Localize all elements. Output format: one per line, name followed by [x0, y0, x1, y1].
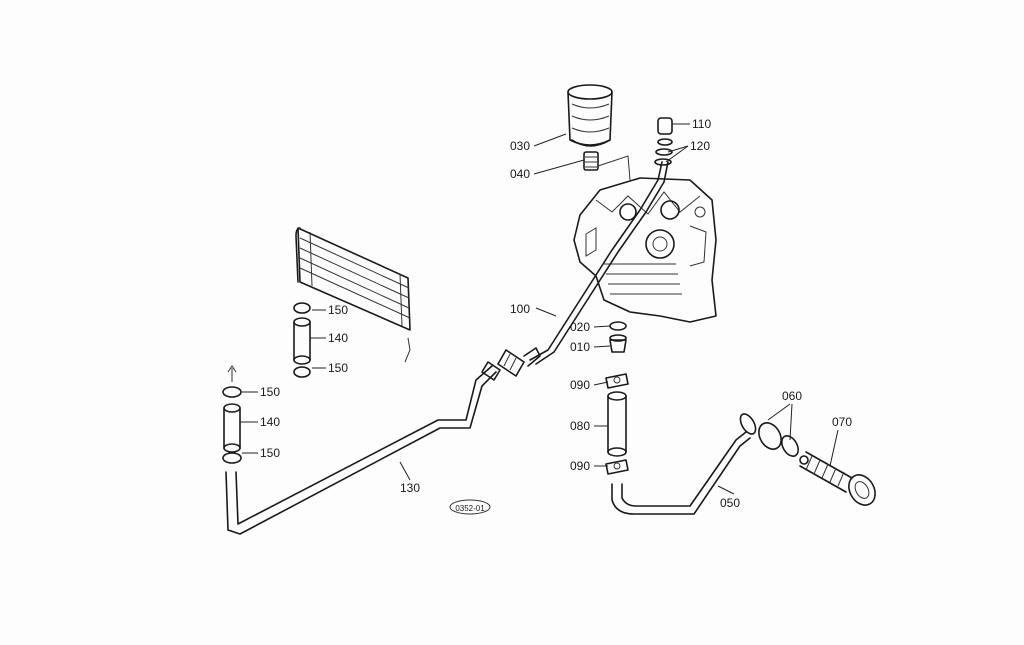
pipe-050-edge [621, 431, 747, 507]
oil-filter-part [567, 84, 613, 147]
oil-cooler-part [295, 227, 411, 363]
callout-140-cooler: 140 [328, 331, 348, 345]
callout-030: 030 [510, 139, 530, 153]
callout-070: 070 [832, 415, 852, 429]
callout-060: 060 [782, 389, 802, 403]
callout-110: 110 [692, 117, 711, 131]
engine-block-part [573, 177, 717, 323]
o-rings-part [739, 413, 799, 457]
drain-fittings-part [605, 321, 629, 475]
callout-150-lower-upper: 150 [260, 385, 280, 399]
pipe-100-upper-edge [535, 161, 669, 365]
filter-nipple-part [583, 151, 599, 171]
cooler-fittings-part [293, 302, 311, 378]
callout-040: 040 [510, 167, 530, 181]
callout-050: 050 [720, 496, 740, 510]
lower-left-fittings-part [222, 365, 242, 464]
callout-130: 130 [400, 481, 420, 495]
leader-lines [240, 123, 839, 495]
callout-120: 120 [690, 139, 710, 153]
callout-100: 100 [510, 302, 530, 316]
pipe-050 [611, 437, 751, 515]
callout-150-cooler-lower: 150 [328, 361, 348, 375]
callout-020: 020 [570, 320, 590, 334]
pipe-coupling-part [481, 347, 541, 381]
callout-150-lower-lower: 150 [260, 446, 280, 460]
callout-140-lower: 140 [260, 415, 280, 429]
banjo-bolt-part [654, 117, 673, 166]
pipe-100-upper [529, 161, 663, 361]
pipe-130 [225, 371, 497, 535]
callout-labels: 030 040 110 120 100 020 010 090 080 090 … [260, 117, 852, 510]
callout-090-lower: 090 [570, 459, 590, 473]
diagram-id-text: 0352-01 [455, 504, 485, 513]
callout-150-cooler-upper: 150 [328, 303, 348, 317]
diagram-id-badge: 0352-01 [449, 499, 491, 515]
callout-080: 080 [570, 419, 590, 433]
pipe-130-edge [235, 365, 493, 525]
filter-bracket-line [597, 155, 631, 181]
strainer-part [799, 451, 876, 506]
callout-090-upper: 090 [570, 378, 590, 392]
callout-010: 010 [570, 340, 590, 354]
